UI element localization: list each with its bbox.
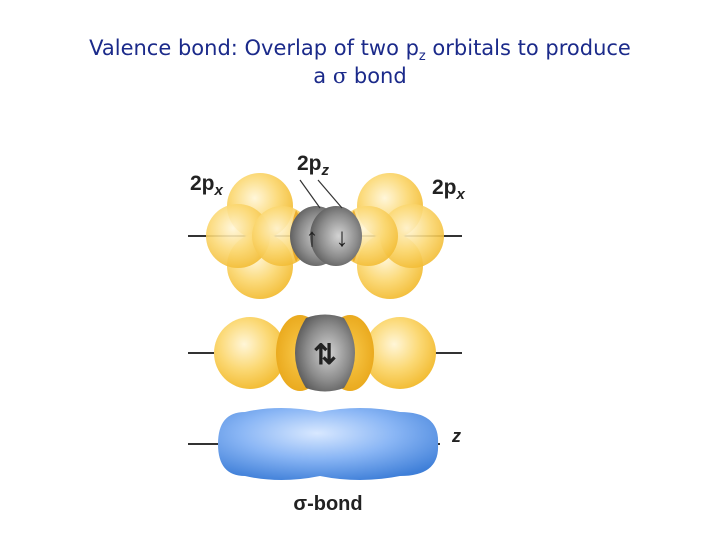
sigma-bond-orbital [218, 408, 439, 480]
label-left-2px: 2px [190, 172, 224, 199]
title-part-2: orbitals to produce [425, 36, 631, 60]
electron-up-arrow: ↑ [306, 222, 319, 252]
label-right-2px: 2px [432, 176, 466, 203]
separate-atoms-row: ↑ ↓ [188, 173, 462, 299]
z-axis-label: z [451, 426, 461, 446]
title-suffix: bond [347, 64, 407, 88]
title-subscript: z [418, 49, 426, 64]
pointer-line-right [317, 179, 343, 209]
title-prefix: a [313, 64, 333, 88]
sigma-symbol: σ [332, 64, 348, 88]
title-part-1: Valence bond: Overlap of two p [89, 36, 419, 60]
slide-title-line-2: a σ bond [0, 62, 720, 90]
overlap-region [295, 314, 355, 392]
sigma-bond-label: σ-bond [293, 493, 362, 515]
pointer-line-left [299, 179, 321, 209]
slide-title-line-1: Valence bond: Overlap of two pz orbitals… [0, 34, 720, 66]
sigma-bond-row: z σ-bond [188, 408, 461, 515]
electron-pair-arrows: ⇅ [313, 339, 336, 370]
right-pz-lobe [310, 206, 362, 266]
electron-down-arrow: ↓ [336, 222, 349, 252]
right-px-lobe-outer [364, 317, 436, 389]
overlapping-row: ⇅ [188, 314, 462, 392]
left-px-lobe-outer [214, 317, 286, 389]
label-center-2pz: 2pz [297, 152, 330, 179]
